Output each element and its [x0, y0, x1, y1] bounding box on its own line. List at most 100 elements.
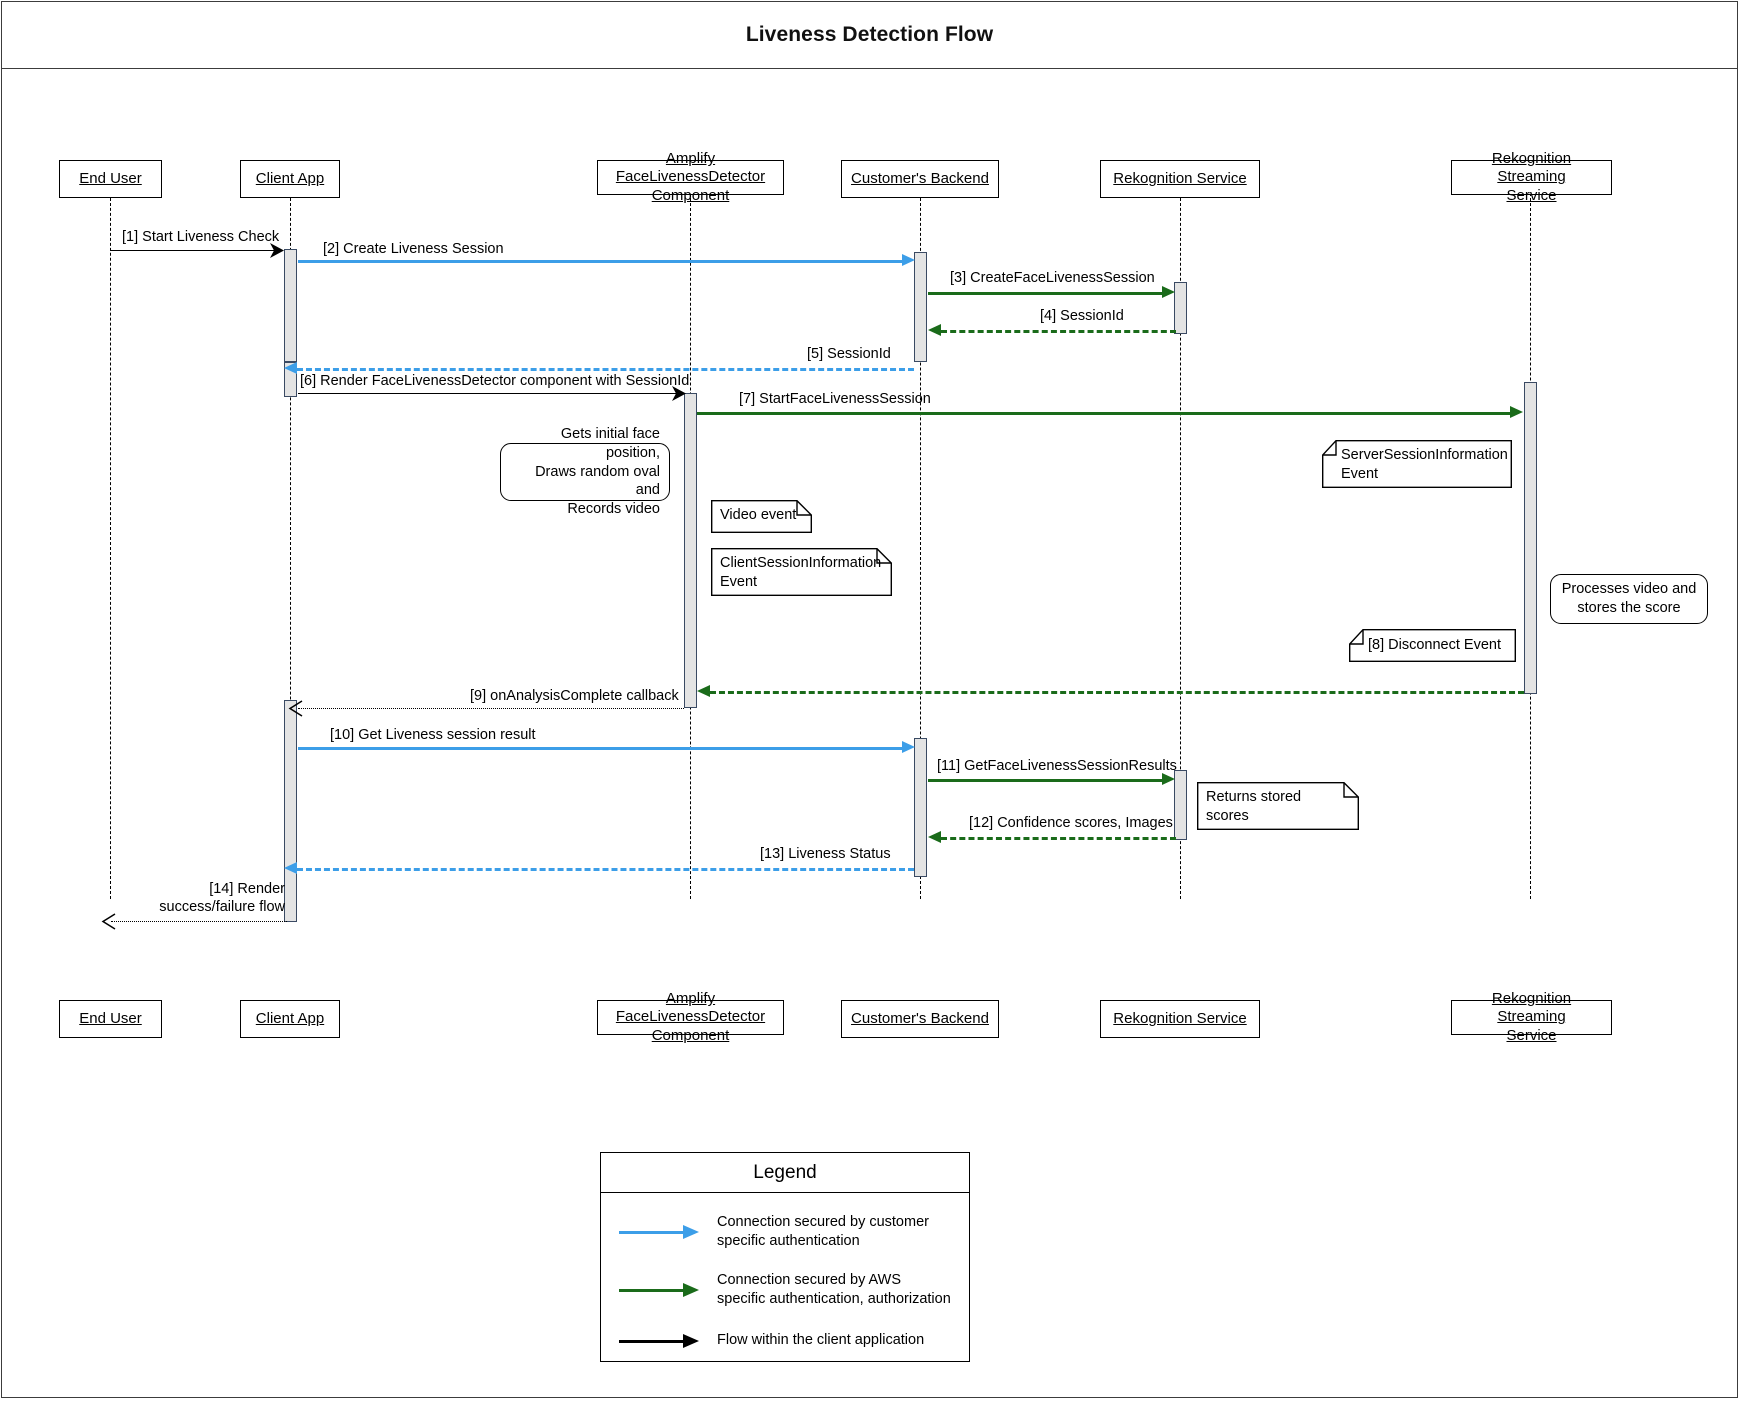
message-2-line: [298, 260, 906, 263]
note-returns-stored-scores-text: Returns stored scores: [1206, 789, 1302, 825]
legend-arrow-customer-auth: [619, 1224, 703, 1240]
lifeline-header-amplify-component-label: Amplify FaceLivenessDetector Component: [615, 150, 766, 204]
message-6-arrowhead: [672, 385, 687, 401]
lifeline-footer-amplify-component: Amplify FaceLivenessDetector Component: [597, 990, 784, 1044]
message-2-label: [2] Create Liveness Session: [323, 241, 504, 257]
activation-client-app-1: [284, 249, 297, 362]
lifeline-header-rekognition-service: Rekognition Service: [1100, 160, 1260, 198]
message-6-label: [6] Render FaceLivenessDetector componen…: [300, 373, 690, 389]
message-14-line: [111, 921, 287, 922]
message-7-line: [697, 412, 1514, 415]
title-bar: Liveness Detection Flow: [1, 1, 1738, 69]
activation-rekognition-service-2: [1174, 770, 1187, 840]
message-12-line: [941, 837, 1176, 840]
note-returns-stored-scores: Returns stored scores: [1197, 782, 1359, 830]
message-5-arrowhead: [284, 362, 297, 374]
message-3-line: [928, 292, 1166, 295]
message-3-label: [3] CreateFaceLivenessSession: [950, 270, 1155, 286]
lifeline-footer-rekognition-streaming-service-label: Rekognition Streaming Service: [1491, 990, 1572, 1044]
lifeline-footer-client-app-label: Client App: [255, 1009, 325, 1027]
message-9b-arrowhead: [697, 685, 710, 697]
lifeline-footer-customers-backend-label: Customer's Backend: [851, 1009, 989, 1027]
message-1-arrowhead: [270, 242, 285, 258]
lifeline-footer-rekognition-service-label: Rekognition Service: [1113, 1009, 1247, 1027]
activation-customers-backend-2: [914, 738, 927, 877]
message-13-label: [13] Liveness Status: [760, 846, 891, 862]
message-2-arrowhead: [902, 254, 915, 266]
message-9-arrowhead: [288, 699, 304, 717]
lifeline-customers-backend: [920, 183, 921, 899]
message-4-arrowhead: [928, 324, 941, 336]
message-6-line: [298, 393, 682, 394]
lifeline-footer-amplify-component-label: Amplify FaceLivenessDetector Component: [615, 990, 766, 1044]
note-video-event: Video event: [711, 500, 812, 533]
message-10-label: [10] Get Liveness session result: [330, 727, 536, 743]
message-10-arrowhead: [902, 741, 915, 753]
lifeline-header-rekognition-service-label: Rekognition Service: [1113, 169, 1247, 187]
activation-client-app-3: [284, 700, 297, 922]
message-12-arrowhead: [928, 831, 941, 843]
message-5-label: [5] SessionId: [807, 346, 891, 362]
message-13-line: [297, 868, 914, 871]
message-1-line: [110, 250, 280, 251]
lifeline-footer-rekognition-streaming-service: Rekognition Streaming Service: [1451, 990, 1612, 1044]
note-gets-initial-face: Gets initial face position, Draws random…: [500, 426, 670, 517]
legend-text-client-flow: Flow within the client application: [717, 1332, 925, 1349]
lifeline-header-rekognition-streaming-service: Rekognition Streaming Service: [1451, 150, 1612, 204]
message-4-label: [4] SessionId: [1040, 308, 1124, 324]
lifeline-client-app: [290, 183, 291, 899]
note-client-session-information-event-text: ClientSessionInformation Event: [720, 555, 882, 591]
message-1-label: [1] Start Liveness Check: [122, 229, 280, 245]
note-video-event-text: Video event: [720, 507, 797, 523]
message-4-line: [941, 330, 1176, 333]
lifeline-header-end-user: End User: [59, 160, 162, 198]
lifeline-end-user: [110, 183, 111, 899]
note-server-session-information-event-text: ServerSessionInformation Event: [1341, 447, 1508, 483]
lifeline-header-customers-backend-label: Customer's Backend: [851, 169, 989, 187]
legend-row-customer-auth: Connection secured by customer specific …: [601, 1203, 969, 1261]
legend-row-aws-auth: Connection secured by AWS specific authe…: [601, 1261, 969, 1319]
note-processes-video: Processes video and stores the score: [1550, 574, 1708, 624]
lifeline-header-customers-backend: Customer's Backend: [841, 160, 999, 198]
note-server-session-information-event: ServerSessionInformation Event: [1322, 440, 1512, 488]
legend-arrow-client-flow: [619, 1333, 703, 1349]
legend-arrow-aws-auth: [619, 1282, 703, 1298]
message-9-label: [9] onAnalysisComplete callback: [470, 688, 679, 704]
lifeline-rekognition-service: [1180, 183, 1181, 899]
lifeline-footer-rekognition-service: Rekognition Service: [1100, 1000, 1260, 1038]
lifeline-footer-end-user-label: End User: [79, 1009, 142, 1027]
legend-text-aws-auth: Connection secured by AWS specific authe…: [717, 1271, 951, 1307]
note-disconnect-event: [8] Disconnect Event: [1349, 629, 1516, 662]
lifeline-header-end-user-label: End User: [79, 169, 142, 187]
lifeline-header-client-app: Client App: [240, 160, 340, 198]
lifeline-footer-customers-backend: Customer's Backend: [841, 1000, 999, 1038]
message-5-line: [297, 368, 914, 371]
message-7-label: [7] StartFaceLivenessSession: [739, 391, 931, 407]
legend-title: Legend: [601, 1153, 969, 1193]
message-13-arrowhead: [284, 862, 297, 874]
lifeline-header-amplify-component: Amplify FaceLivenessDetector Component: [597, 150, 784, 204]
activation-customers-backend-1: [914, 252, 927, 362]
note-client-session-information-event: ClientSessionInformation Event: [711, 548, 892, 596]
note-gets-initial-face-text: Gets initial face position, Draws random…: [535, 425, 660, 518]
activation-streaming-service-1: [1524, 382, 1537, 694]
activation-amplify-component-1: [684, 393, 697, 708]
activation-rekognition-service-1: [1174, 282, 1187, 334]
note-processes-video-text: Processes video and stores the score: [1561, 581, 1697, 616]
lifeline-header-rekognition-streaming-service-label: Rekognition Streaming Service: [1491, 150, 1572, 204]
message-10-line: [298, 747, 906, 750]
message-12-label: [12] Confidence scores, Images: [969, 815, 1173, 831]
lifeline-header-client-app-label: Client App: [255, 169, 325, 187]
note-disconnect-event-text: [8] Disconnect Event: [1368, 637, 1501, 653]
legend-text-customer-auth: Connection secured by customer specific …: [717, 1213, 929, 1249]
message-7-arrowhead: [1510, 406, 1523, 418]
message-9b-line: [710, 691, 1524, 694]
page-title: Liveness Detection Flow: [745, 22, 994, 46]
lifeline-footer-client-app: Client App: [240, 1000, 340, 1038]
lifeline-footer-end-user: End User: [59, 1000, 162, 1038]
message-9-line: [298, 708, 684, 709]
message-11-line: [928, 779, 1166, 782]
message-14-arrowhead: [101, 912, 117, 930]
